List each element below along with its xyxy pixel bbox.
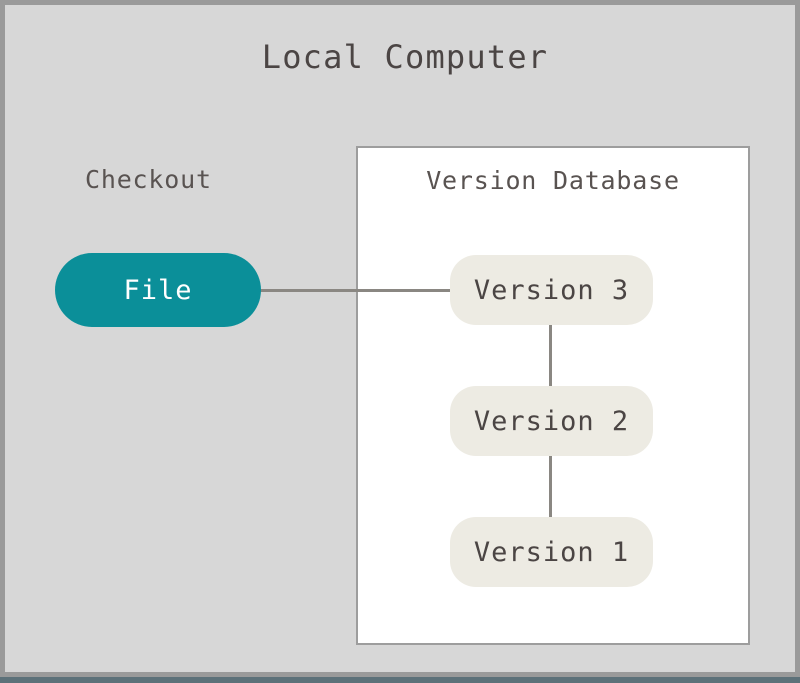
bottom-accent-strip xyxy=(0,677,800,683)
version-node-2[interactable]: Version 2 xyxy=(450,386,653,456)
checkout-section-label: Checkout xyxy=(85,165,212,194)
version-node-2-label: Version 2 xyxy=(473,405,630,437)
file-node-label: File xyxy=(123,274,193,306)
file-node[interactable]: File xyxy=(55,253,261,327)
version-node-1[interactable]: Version 1 xyxy=(450,517,653,587)
connector-file-to-version3 xyxy=(258,289,453,292)
version-node-3[interactable]: Version 3 xyxy=(450,255,653,325)
connector-version2-to-version1 xyxy=(549,454,552,518)
page-title: Local Computer xyxy=(261,38,549,76)
version-node-3-label: Version 3 xyxy=(473,274,630,306)
connector-version3-to-version2 xyxy=(549,323,552,387)
version-database-label: Version Database xyxy=(426,166,680,195)
version-node-1-label: Version 1 xyxy=(473,536,630,568)
